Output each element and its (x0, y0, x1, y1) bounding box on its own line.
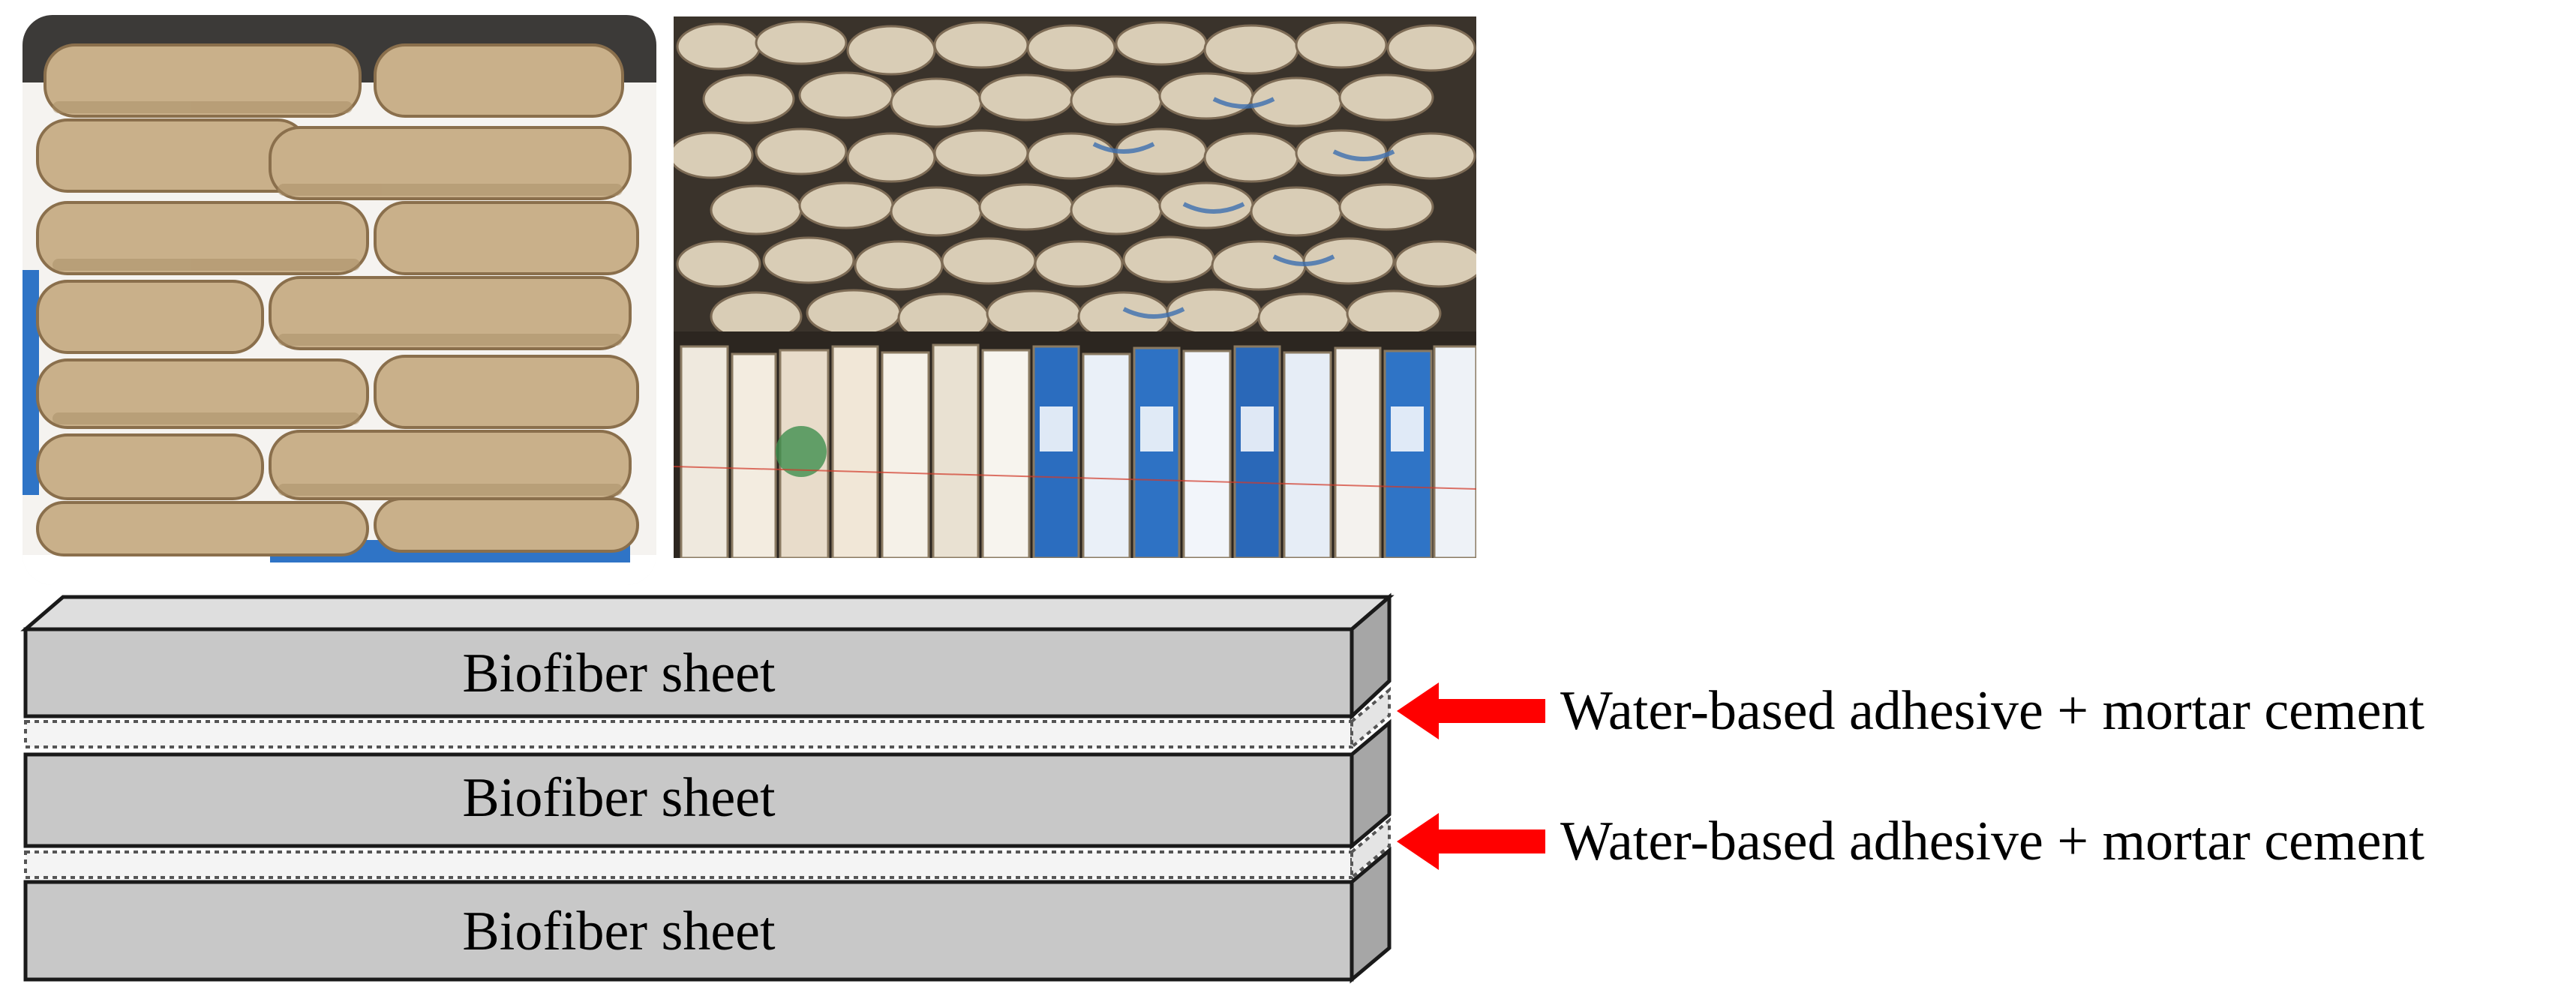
sheet-label-top: Biofiber sheet (462, 643, 776, 704)
cement-bags-stacked-photo-icon (23, 15, 656, 585)
biofiber-sheet-top: Biofiber sheet (20, 592, 1395, 721)
callout-label-1: Water-based adhesive + mortar cement (1560, 680, 2424, 742)
red-arrow-1-icon (1397, 682, 1545, 740)
used-cement-bags-piled-photo-icon (674, 16, 1476, 558)
sheet-label-bottom: Biofiber sheet (462, 901, 776, 962)
sheet-label-middle: Biofiber sheet (462, 767, 776, 829)
biofiber-sheet-bottom: Biofiber sheet (23, 846, 1392, 984)
biofiber-sheet-middle: Biofiber sheet (23, 718, 1392, 850)
adhesive-layer-1 (24, 686, 1391, 751)
red-arrow-2-icon (1397, 813, 1545, 870)
callout-label-2: Water-based adhesive + mortar cement (1560, 811, 2424, 872)
adhesive-layer-2 (24, 817, 1391, 881)
used-cement-bags-photo (674, 16, 1476, 558)
cement-bags-photo (23, 15, 656, 585)
